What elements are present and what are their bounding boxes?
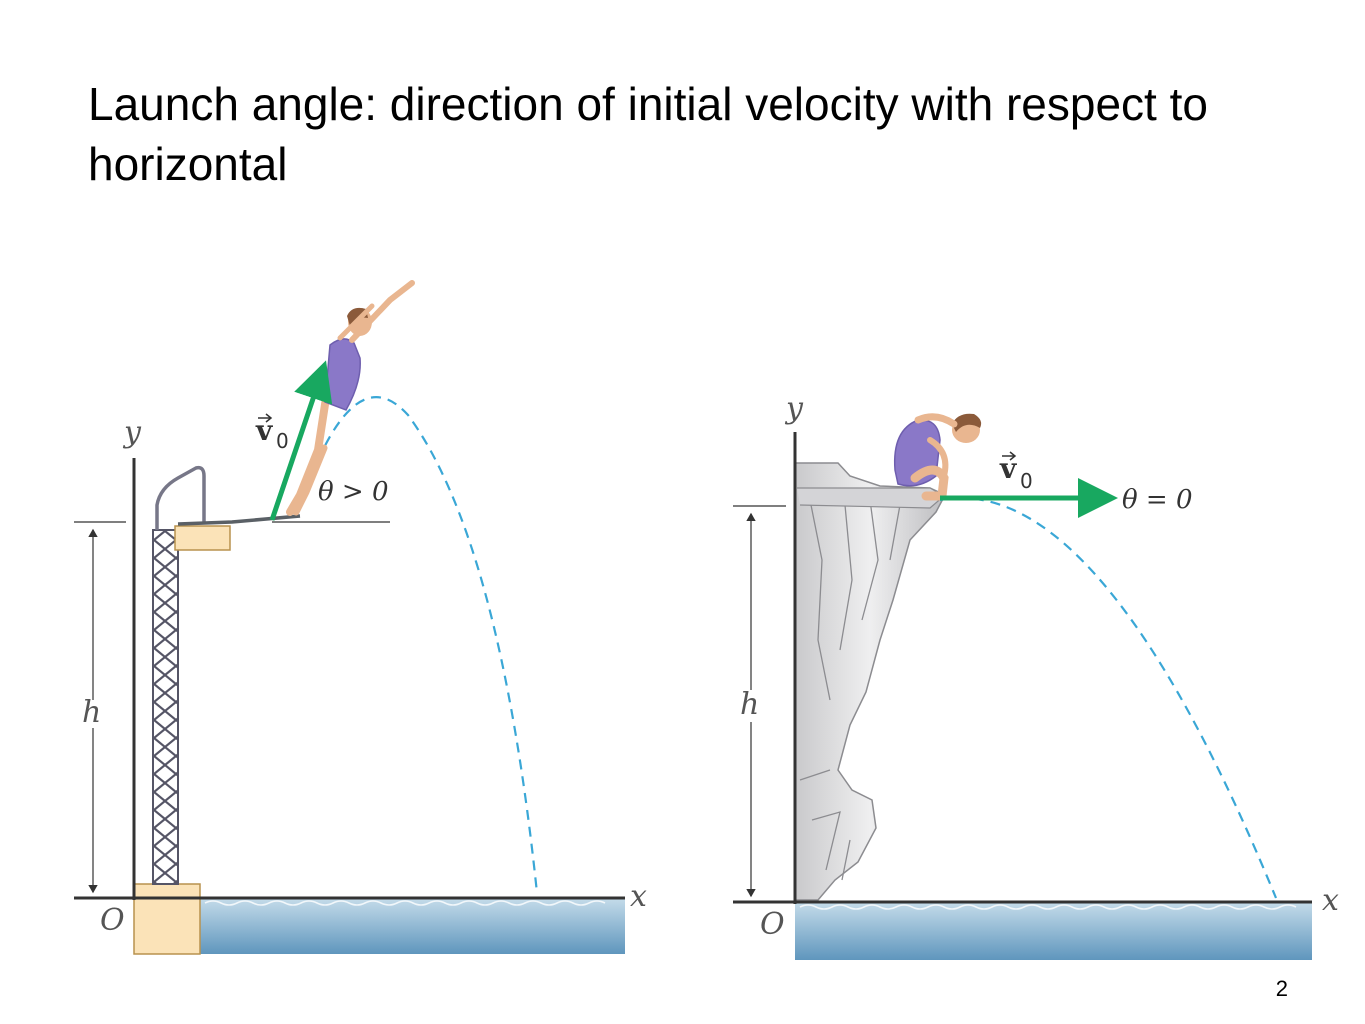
right-velocity-vector-hat [1002,451,1017,461]
left-angle-label: θ > 0 [318,477,389,507]
left-velocity-arrow [269,360,333,521]
left-velocity-subscript: 0 [276,429,289,453]
right-water-ripples [799,904,1297,910]
tower-handrail [155,465,206,530]
right-trajectory [939,497,1278,899]
left-diving-diagram: h y x O v 0 θ > 0 [74,280,647,955]
right-velocity-subscript: 0 [1020,469,1033,493]
left-velocity-label: v [255,414,273,447]
left-origin-label: O [100,903,125,938]
right-angle-label: θ = 0 [1122,485,1193,515]
right-water [795,902,1312,960]
left-diver [286,280,415,516]
diving-board [177,514,301,526]
diving-tower [152,529,179,885]
right-x-axis-label: x [1322,883,1339,918]
left-platform-base [133,883,201,955]
right-diver [893,413,982,501]
right-cliff-diagram: h y x O v 0 θ = 0 [733,391,1339,960]
left-y-axis-label: y [122,415,142,450]
right-height-label: h [740,687,759,722]
left-trajectory [303,396,539,894]
left-x-axis-label: x [630,879,647,914]
left-water [200,898,625,954]
left-water-ripples [204,900,606,906]
tower-top-block [174,525,231,551]
slide-title: Launch angle: direction of initial veloc… [88,78,1208,190]
right-origin-label: O [760,907,785,942]
right-y-axis-label: y [784,391,804,426]
cliff-cracks [799,499,901,881]
right-velocity-label: v [999,452,1017,485]
cliff [794,462,947,901]
left-height-label: h [82,695,101,730]
cliff-ledge [797,487,946,509]
slide-number: 2 [1275,976,1288,1001]
left-velocity-vector-hat [258,413,273,423]
